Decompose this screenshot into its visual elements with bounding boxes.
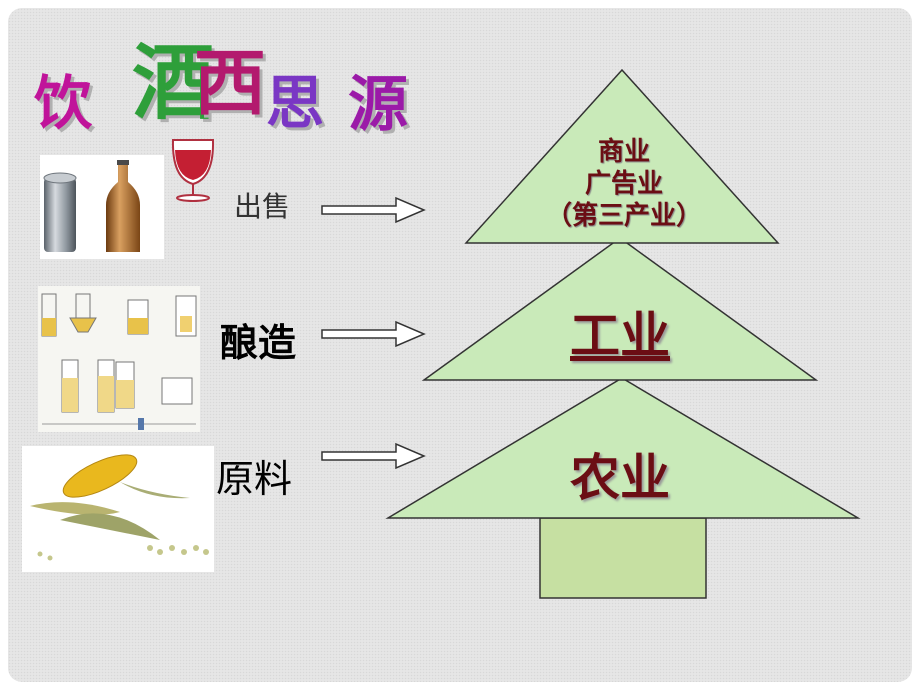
tier-top-line-1: 商业 [597, 137, 650, 167]
label-brew: 酿造 [220, 320, 297, 365]
title-char-3: 西 [194, 40, 267, 125]
arrow-right-icon [321, 442, 426, 470]
tier-middle-text: 工业 [570, 306, 670, 365]
label-sell: 出售 [234, 190, 291, 223]
arrow-right-icon [321, 320, 426, 348]
title-char-2: 酒 [132, 35, 215, 131]
title-char-5: 源 [348, 70, 408, 140]
title-char-1: 饮 [34, 69, 93, 137]
can-icon [40, 155, 164, 259]
pyramid-top-tier [464, 68, 780, 244]
corn-icon [22, 446, 214, 572]
brewing-process-icon [38, 286, 200, 432]
tier-bottom-text: 农业 [570, 448, 670, 507]
pyramid-bottom-tier [385, 377, 861, 519]
bottle-icon [106, 160, 140, 252]
tier-top-line-2: 广告业 [584, 169, 663, 199]
title-char-4: 思 [266, 69, 325, 137]
pyramid-trunk [539, 517, 707, 599]
tier-top-line-3: （第三产业） [545, 201, 702, 231]
wine-glass-icon [171, 139, 215, 202]
pyramid-middle-tier [421, 237, 819, 381]
label-raw-material: 原料 [216, 457, 293, 501]
slide-title: 饮 酒 西 思 源 [34, 34, 474, 140]
arrow-right-icon [321, 196, 426, 224]
tier-top-text: 商业 广告业 （第三产业） [480, 136, 768, 232]
